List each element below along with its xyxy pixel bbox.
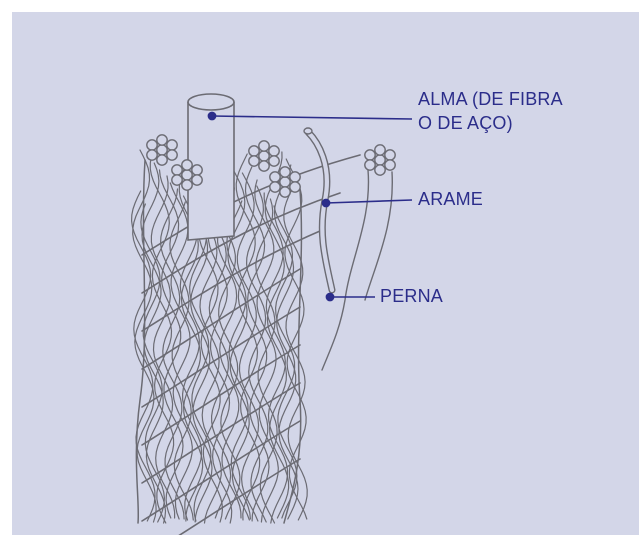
wire-end [374,154,386,166]
twisted-wire [273,205,298,519]
wire-end [258,140,270,152]
leader-line-alma [211,115,413,120]
wire-end [279,166,291,178]
strand-boundary [141,306,301,408]
twisted-wire [132,149,157,523]
twisted-wire [179,195,203,521]
twisted-wire [216,206,241,520]
core-alma [187,93,235,241]
wire-end [279,176,291,188]
wire-end [384,149,396,161]
strand-boundary [141,268,301,370]
twisted-wire [158,169,184,519]
twisted-wire [273,164,299,520]
twisted-wire [235,153,261,521]
leader-lines [207,111,413,302]
diagram-panel [12,12,639,535]
strand-boundary [178,458,301,535]
twisted-wire [150,175,176,519]
leader-dot-perna [325,292,335,302]
twisted-wire [254,179,279,523]
twisted-wire [217,187,242,519]
twisted-wire [169,182,193,520]
wire-end [384,159,396,171]
strand-boundary [141,192,341,294]
twisted-wire [236,172,260,522]
strand-boundary [141,230,321,332]
wire-end [258,160,270,172]
strand-boundary [141,344,301,446]
twisted-wire [264,151,290,519]
twisted-wire [189,208,212,522]
wire-end [374,164,386,176]
strand-boundary [141,420,301,522]
wire-end [374,144,386,156]
wire-rope-diagram [12,12,639,535]
core-top [187,93,235,111]
leader-dot-arame [321,198,331,208]
wire-end [289,181,301,193]
wire-end [248,145,260,157]
wire-end [289,171,301,183]
wire-end [181,179,193,191]
twisted-wire [284,158,308,520]
wire-end [268,155,280,167]
twisted-wire [255,198,278,524]
twisted-wire [140,203,165,523]
wire-end [156,134,168,146]
wire-end [269,181,281,193]
label-alma-line2: O DE AÇO) [418,113,513,133]
label-alma-line1: ALMA (DE FIBRA [418,89,563,109]
twisted-wire [227,159,250,521]
strand-ends [146,134,396,198]
wire-end [181,169,193,181]
wire-end [191,174,203,186]
leader-dot-alma [207,111,217,121]
twisted-wire [131,190,156,522]
wire-end [248,155,260,167]
wire-end [156,144,168,156]
twisted-wire [246,185,269,523]
wire-end [258,150,270,162]
wire-end [269,171,281,183]
twisted-wire [226,200,251,520]
label-perna: PERNA [380,286,444,306]
wire-end [191,164,203,176]
wire-end [279,186,291,198]
wire-end [156,154,168,166]
wire-end [171,164,183,176]
twisted-wire [149,156,175,524]
separated-strand-edge [321,169,393,371]
wire-end [166,149,178,161]
wire-end [146,149,158,161]
wire-end [166,139,178,151]
leader-line-arame [325,199,413,204]
wire-end [364,149,376,161]
wire-end [181,159,193,171]
wire-end [146,139,158,151]
strand-boundary [141,382,301,484]
wire-end [171,174,183,186]
wire-end [364,159,376,171]
label-arame: ARAME [418,189,484,209]
wire-end [268,145,280,157]
single-wire-end [303,127,313,135]
twisted-wire [206,193,232,519]
